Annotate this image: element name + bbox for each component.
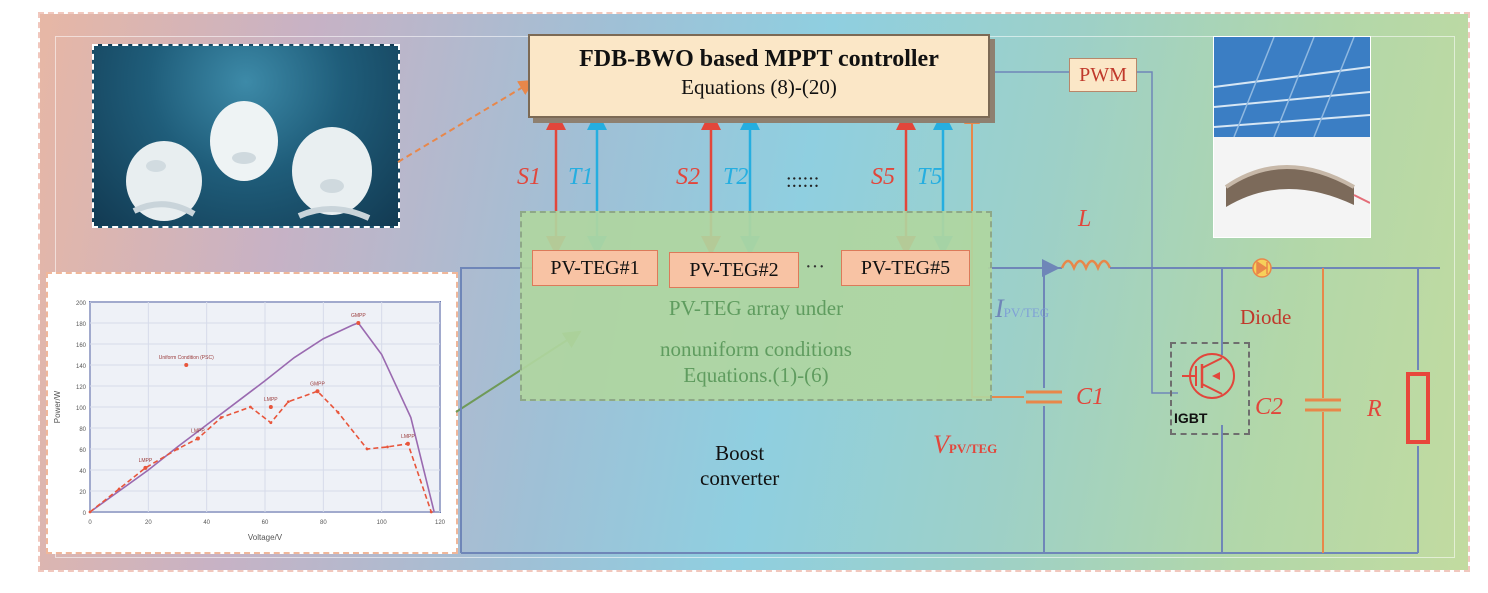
current-subscript: PV/TEG <box>1003 305 1050 320</box>
resistor-label: R <box>1367 396 1382 422</box>
chart-xtick-label: 100 <box>377 520 388 526</box>
chart-annotation-marker <box>405 441 410 446</box>
array-label-line3: Equations.(1)-(6) <box>683 363 829 387</box>
pwm-to-igbt-wire <box>1135 71 1178 394</box>
igbt-symbol <box>1182 353 1235 399</box>
diode-label: Diode <box>1240 305 1292 329</box>
chart-series-line-1 <box>89 322 435 513</box>
solar-panel-illustration <box>1214 37 1370 237</box>
chart-xtick-label: 0 <box>88 520 92 526</box>
resistor-symbol <box>1406 372 1430 444</box>
chart-annotation-label: LMPP <box>401 434 415 440</box>
pwm-block: PWM <box>1069 58 1137 92</box>
chart-annotation-marker <box>143 465 148 470</box>
chart-point <box>176 447 179 451</box>
current-symbol: I <box>995 294 1004 323</box>
pv-teg-module-1: PV-TEG#1 <box>532 250 658 286</box>
chart-annotation-label: LMPP <box>139 458 153 464</box>
left-bus-wire <box>460 267 532 553</box>
chart-point <box>286 400 290 404</box>
signal-s5: S5 <box>871 164 895 190</box>
chart-annotation-marker <box>356 321 361 325</box>
chart-xtick-label: 120 <box>435 520 446 526</box>
input-voltage-label: VPV/TEG <box>933 430 997 460</box>
module-ellipsis: ··· <box>805 256 825 278</box>
chart-point <box>117 487 121 491</box>
chart-annotation-marker <box>195 436 200 441</box>
chart-annotation-marker <box>315 389 320 394</box>
boost-label-line2: converter <box>700 466 780 490</box>
chart-xtick-label: 20 <box>145 520 152 526</box>
mppt-controller-box: FDB-BWO based MPPT controller Equations … <box>528 34 990 118</box>
chart-xtick-label: 60 <box>262 520 269 526</box>
chart-point <box>269 421 273 425</box>
chart-annotation-label: Uniform Condition (PSC) <box>159 355 214 361</box>
chart-annotation-label: LMPP <box>264 397 278 403</box>
chart-point <box>365 447 369 451</box>
signal-t1: T1 <box>568 164 594 190</box>
signal-t2: T2 <box>723 164 749 190</box>
signal-s1: S1 <box>517 164 541 190</box>
pv-teg-module-2: PV-TEG#2 <box>669 252 799 288</box>
signal-dots: :::::: <box>786 170 820 192</box>
chart-ytick-label: 0 <box>83 511 87 517</box>
chart-ytick-label: 120 <box>76 385 87 391</box>
chart-point <box>386 445 389 449</box>
chart-ytick-label: 100 <box>76 406 87 412</box>
igbt-label: IGBT <box>1174 410 1208 426</box>
chart-ytick-label: 80 <box>79 427 86 433</box>
array-label-line2: nonuniform conditions <box>660 337 852 361</box>
chart-ytick-label: 60 <box>79 448 86 454</box>
signal-s2: S2 <box>676 164 700 190</box>
chart-ytick-label: 200 <box>76 301 87 307</box>
chart-point <box>429 510 433 514</box>
chart-point <box>88 510 92 514</box>
chart-annotation-label: GMPP <box>351 313 366 319</box>
chart-ytick-label: 180 <box>76 322 87 328</box>
chart-annotation-label: GMPP <box>310 381 325 387</box>
chart-annotation-label: LMPP <box>191 429 205 435</box>
boost-label-line1: Boost <box>715 441 765 465</box>
input-current-label: IPV/TEG <box>995 294 1049 324</box>
signal-t5: T5 <box>917 164 943 190</box>
pv-curve-chart: 0 20 40 60 80 100 120 140 160 180 200 0 20 40 60 80 100 1… <box>46 272 458 554</box>
pv-curve-svg: 0 20 40 60 80 100 120 140 160 180 200 0 20 40 60 80 100 1… <box>53 301 446 542</box>
boost-converter-label: Boost converter <box>700 441 779 491</box>
c2-label: C2 <box>1255 394 1284 420</box>
photo-to-controller-arrow <box>397 79 535 163</box>
chart-ytick-label: 160 <box>76 343 87 349</box>
chart-ytick-label: 140 <box>76 364 87 370</box>
voltage-symbol: V <box>933 430 949 459</box>
chart-ylabel: Power/W <box>53 390 62 423</box>
chart-ytick-label: 20 <box>79 490 86 496</box>
voltage-subscript: PV/TEG <box>948 441 998 456</box>
chart-point <box>249 405 252 409</box>
chart-xlabel: Voltage/V <box>248 533 283 542</box>
c1-label: C1 <box>1076 384 1105 410</box>
chart-ytick-label: 40 <box>79 469 86 475</box>
chart-xtick-label: 40 <box>203 520 210 526</box>
controller-equations: Equations (8)-(20) <box>681 75 837 99</box>
beluga-photo <box>92 44 400 228</box>
pv-teg-module-5: PV-TEG#5 <box>841 250 970 286</box>
chart-point <box>219 416 223 419</box>
chart-annotation-marker <box>184 363 189 367</box>
solar-panel-photo <box>1213 36 1371 238</box>
beluga-illustration <box>126 101 372 221</box>
inductor-label: L <box>1078 206 1092 232</box>
chart-point <box>336 410 340 414</box>
igbt-block: IGBT <box>1170 342 1250 435</box>
controller-title: FDB-BWO based MPPT controller <box>579 46 939 72</box>
inductor-symbol <box>1060 259 1112 272</box>
chart-annotation-marker <box>268 405 273 409</box>
array-label-line1: PV-TEG array under <box>668 296 844 320</box>
chart-xtick-label: 80 <box>320 520 327 526</box>
pv-teg-array-region: PV-TEG array under nonuniform conditions… <box>520 211 992 401</box>
